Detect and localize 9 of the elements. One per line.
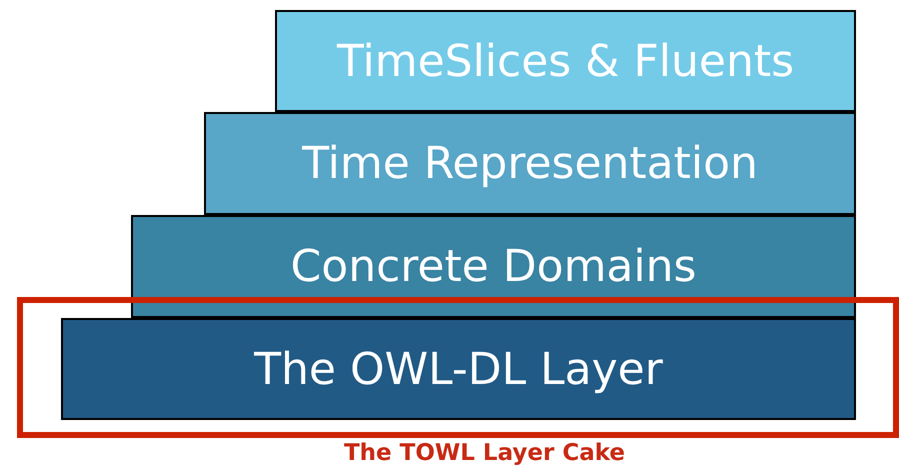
layer-box (204, 112, 856, 215)
layer-label: The OWL-DL Layer (254, 344, 663, 394)
layer-label: TimeSlices & Fluents (336, 36, 794, 86)
layer-box (275, 10, 856, 112)
layer-box (131, 215, 856, 318)
layer-label: Concrete Domains (290, 241, 696, 292)
layer-label: Time Representation (302, 138, 758, 189)
layer-box (61, 318, 856, 420)
caption: The TOWL Layer Cake (342, 440, 626, 466)
